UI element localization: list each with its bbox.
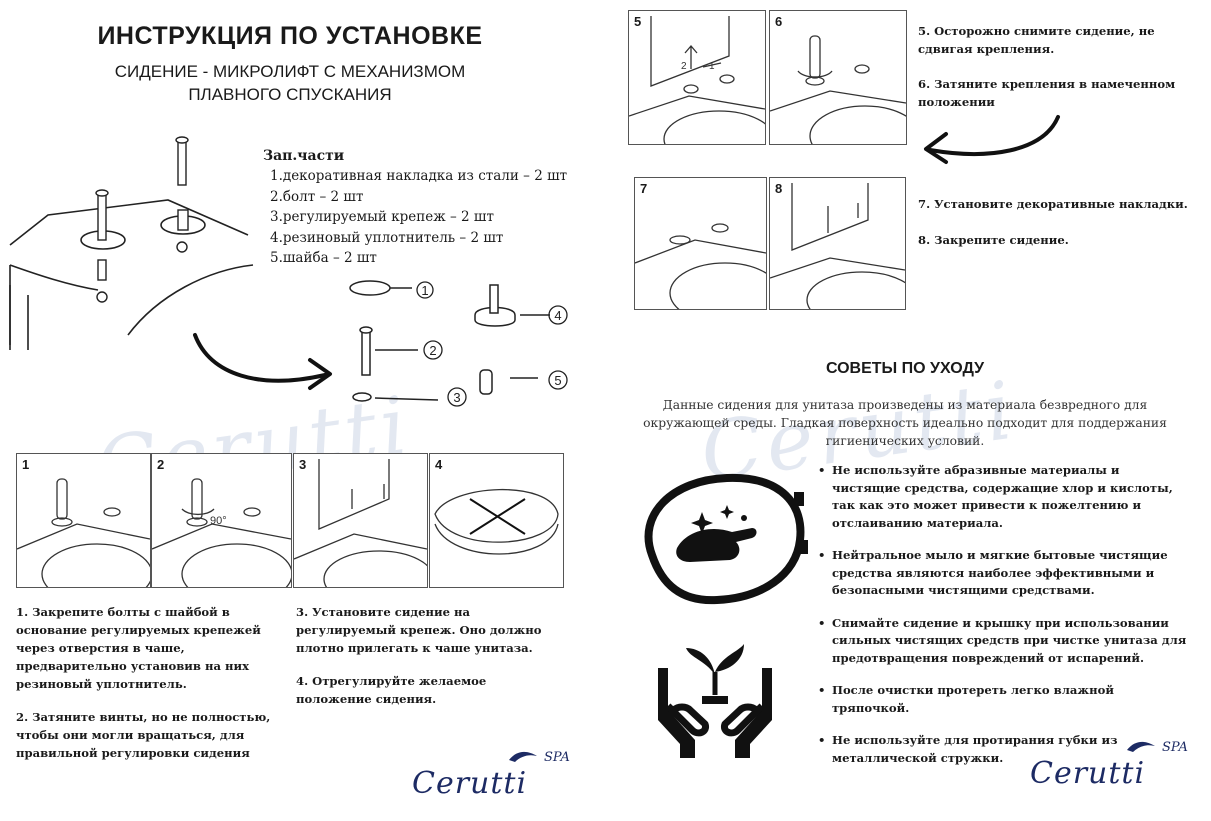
callout-4: 4 [554,308,561,323]
page-title: ИНСТРУКЦИЯ ПО УСТАНОВКЕ [97,22,483,50]
care-tip: После очистки протереть легко влажной тр… [818,682,1188,717]
bird-logo-icon [509,751,537,762]
parts-item: 3.регулируемый крепеж – 2 шт [270,209,494,225]
care-tip: Не используйте для протирания губки из м… [818,732,1188,767]
care-tips-list: Не используйте абразивные материалы и чи… [818,462,1188,782]
brand-name: Cerutti [412,766,528,801]
instruction-step-6: 6. Затяните крепления в намеченном полож… [918,77,1176,109]
callout-3: 3 [453,390,460,405]
angle-label: 90° [210,515,227,527]
seat-cleaning-icon [644,473,808,605]
brand-suffix: SPA [544,750,570,765]
step-box-1: 1 [16,453,151,588]
instruction-step-5: 5. Осторожно снимите сидение, не сдвигая… [918,24,1155,56]
page-subtitle: СИДЕНИЕ - МИКРОЛИФТ С МЕХАНИЗМОМ ПЛАВНОГ… [60,60,520,106]
callout-5: 5 [554,373,561,388]
toilet-diagram-icon [770,35,906,144]
step-box-3: 3 [293,453,428,588]
step-number: 7 [640,181,648,196]
step-box-8: 8 [769,177,906,310]
step-box-5: 5 2 1 [628,10,766,145]
instruction-step-3: 3. Установите сидение на регулируемый кр… [296,605,542,655]
instruction-step-7: 7. Установите декоративные накладки. [918,197,1188,211]
parts-item: 2.болт – 2 шт [270,188,364,205]
toilet-diagram-icon [17,478,150,587]
parts-list: 1.декоративная накладка из стали – 2 шт … [270,166,567,269]
instruction-step-8: 8. Закрепите сидение. [918,233,1069,247]
brand-logo-left: SPA Cerutti [412,750,582,812]
hands-sprout-icon [658,644,772,758]
callout-2: 2 [429,343,436,358]
step-number: 5 [634,14,642,29]
instruction-step-2: 2. Затяните винты, но не полностью, чтоб… [16,710,271,760]
subtitle-line-2: ПЛАВНОГО СПУСКАНИЯ [188,85,392,104]
arrow-icon [193,333,332,390]
care-title: СОВЕТЫ ПО УХОДУ [825,360,985,377]
step-box-4: 4 [429,453,564,588]
subtitle-line-1: СИДЕНИЕ - МИКРОЛИФТ С МЕХАНИЗМОМ [114,62,466,81]
step-number: 4 [435,457,443,472]
toilet-diagram-icon: 90° [152,478,291,587]
instructions-col-2: 3. Установите сидение на регулируемый кр… [296,603,556,723]
step-number: 2 [157,457,165,472]
parts-heading: Зап.части [263,148,345,164]
parts-item: 5.шайба – 2 шт [270,250,377,266]
instructions-right-b: 7. Установите декоративные накладки. 8. … [918,195,1198,249]
instruction-step-1: 1. Закрепите болты с шайбой в основание … [16,605,261,691]
brand-suffix: SPA [1162,740,1188,755]
toilet-diagram-icon [770,183,905,309]
parts-item: 4.резиновый уплотнитель – 2 шт [270,229,504,246]
toilet-diagram-icon [434,488,559,555]
brand-name: Cerutti [1030,756,1146,791]
arrow-icon [924,115,1060,164]
toilet-diagram-icon [635,223,766,309]
arrow-label-2: 2 [681,61,687,72]
care-tip: Снимайте сидение и крышку при использова… [818,615,1188,668]
toilet-diagram-icon [294,459,427,587]
arrow-label-1: 1 [709,61,715,72]
toilet-exploded-diagram [9,136,254,350]
parts-item: 1.декоративная накладка из стали – 2 шт [270,168,568,184]
step-box-7: 7 [634,177,767,310]
care-tip: Не используйте абразивные материалы и чи… [818,462,1188,532]
step-number: 6 [775,14,783,29]
step-box-2: 2 90° [151,453,292,588]
callout-1: 1 [421,283,428,298]
instruction-step-4: 4. Отрегулируйте желаемое положение сиде… [296,674,487,706]
brand-logo-right: SPA Cerutti [1030,740,1200,810]
step-box-6: 6 [769,10,907,145]
step-number: 1 [22,457,30,472]
step-number: 3 [299,457,307,472]
bird-logo-icon [1127,741,1155,752]
instructions-right-a: 5. Осторожно снимите сидение, не сдвигая… [918,22,1198,111]
step-number: 8 [775,181,783,196]
care-intro: Данные сидения для унитаза произведены и… [643,398,1167,448]
parts-diagram: 1 2 3 4 5 [349,280,568,407]
toilet-diagram-icon: 2 1 [629,16,765,144]
instructions-col-1: 1. Закрепите болты с шайбой в основание … [16,603,278,777]
care-tip: Нейтральное мыло и мягкие бытовые чистящ… [818,547,1188,600]
